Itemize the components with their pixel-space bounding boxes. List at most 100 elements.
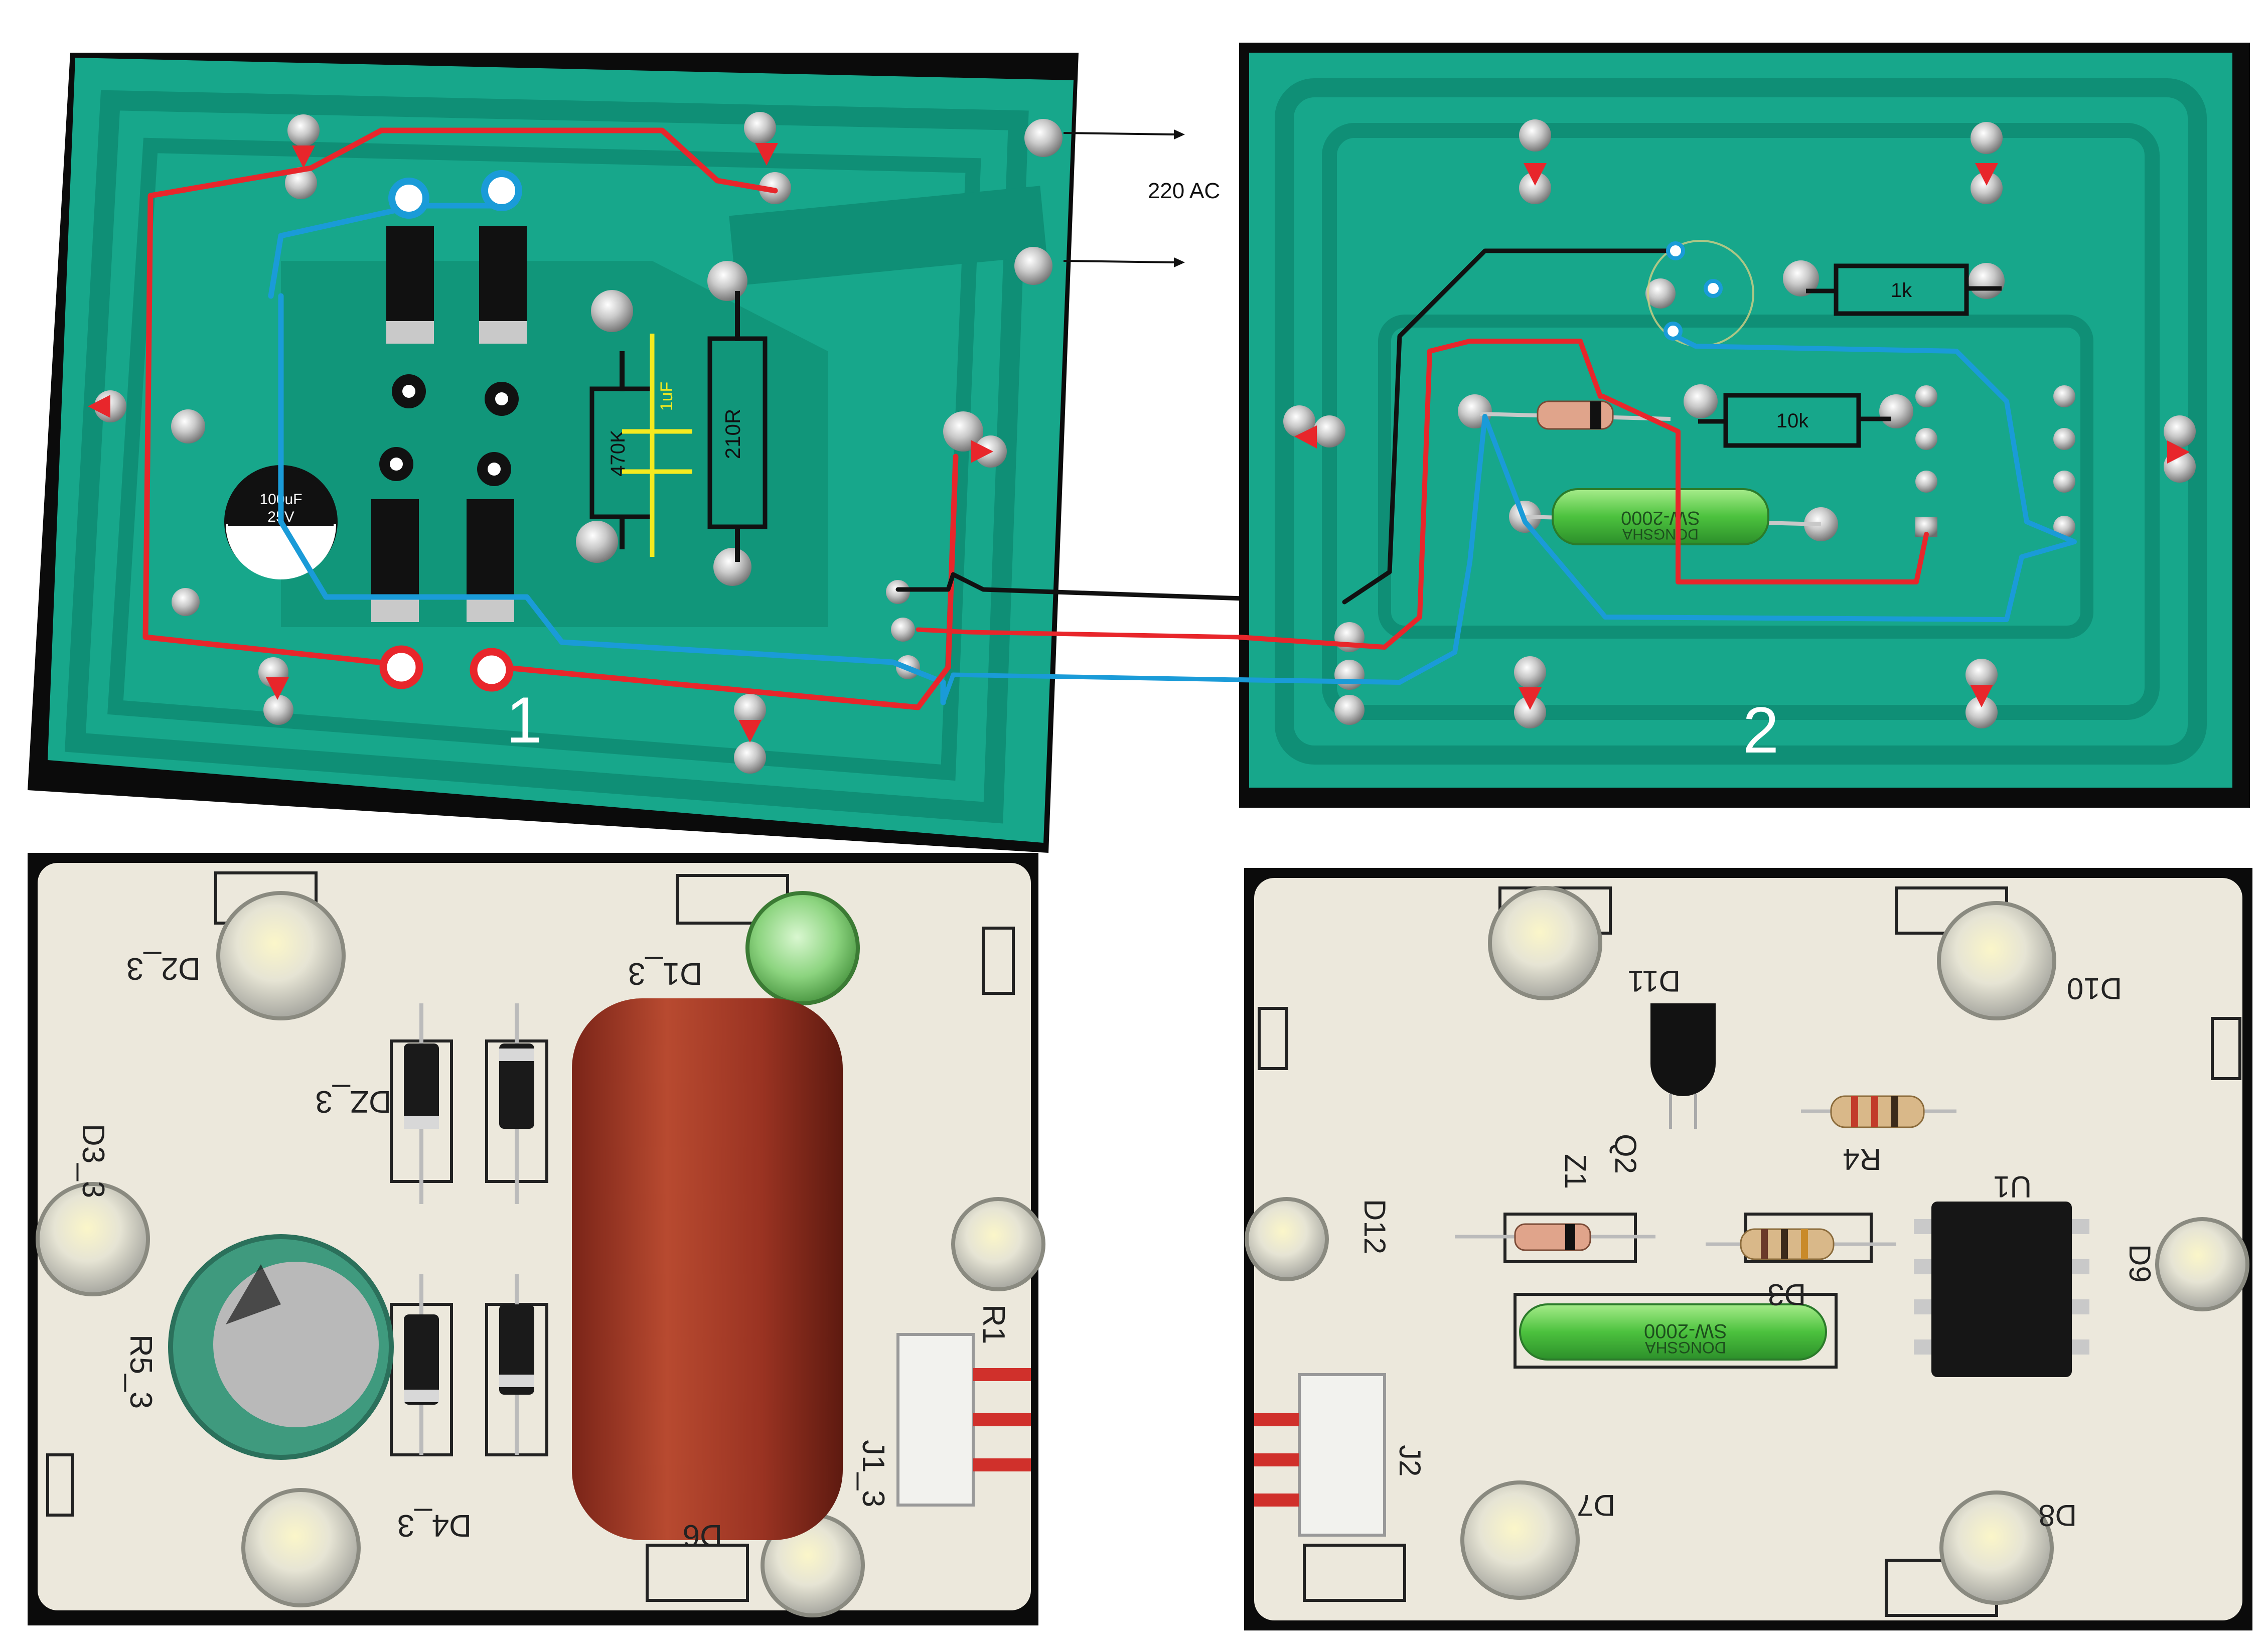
blue-wire [278, 293, 946, 705]
board-1-resistor-210r: 210R [707, 291, 768, 562]
photo-1-diodes [404, 1003, 534, 1455]
led-icon [1939, 1490, 2054, 1605]
blue-junction-icon [1704, 279, 1723, 298]
board-1-trace-outer [64, 90, 1029, 824]
board-2-pcb [1249, 53, 2232, 788]
silk-label: Q2 [1609, 1134, 1642, 1174]
ac-input-label: 220 AC [1148, 179, 1220, 203]
board-1-diode-bridge [371, 226, 527, 622]
resistor-10k-label: 10k [1776, 410, 1809, 432]
silk-label: D3 [1767, 1278, 1806, 1311]
led-icon [1245, 1197, 1329, 1281]
board-2-led-marker [1965, 659, 1998, 728]
silk-label: R1 [976, 1304, 1011, 1344]
red-wire [1237, 339, 1603, 650]
led-polarity-icon [971, 440, 993, 463]
led-polarity-icon [1524, 163, 1547, 186]
board-1-led-marker [88, 390, 126, 422]
blue-wire [268, 203, 505, 299]
resistor-210r-label: 210R [721, 409, 744, 459]
blue-wire [1237, 414, 1487, 685]
board-1-led-marker [734, 694, 766, 774]
board-2-number: 2 [1743, 693, 1779, 767]
photo-1-connector [896, 1333, 975, 1507]
red-junction-icon [379, 645, 423, 689]
ac-input-annotation: 220 AC [1063, 129, 1220, 267]
photo-2-transistor [1650, 1003, 1716, 1096]
led-icon [216, 891, 346, 1020]
resistor-470k-label: 470K [607, 429, 629, 477]
led-polarity-icon [266, 677, 289, 700]
led-polarity-icon [1294, 425, 1317, 449]
diode-band [479, 321, 527, 344]
silk-label: D7 [1577, 1488, 1615, 1522]
silk-label: D9 [2123, 1244, 2157, 1283]
board-1-trace-mid [107, 137, 981, 781]
diode-body [467, 499, 514, 605]
arrow-right-icon [1174, 257, 1185, 267]
silk-label: D2_3 [126, 951, 201, 986]
board-2-led-marker [1971, 122, 2003, 204]
silk-label: R5_3 [123, 1334, 158, 1409]
diode-band [371, 597, 419, 622]
board-1-trace-ac [729, 186, 1047, 286]
board-2-zener-diode [1479, 400, 1671, 430]
silk-label: D8 [2038, 1499, 2077, 1532]
board-2-reed-switch: SW-2000 DONGSHA [1525, 488, 1822, 545]
red-junction-icon [470, 648, 514, 692]
blue-junction-icon [481, 170, 522, 211]
led-polarity-icon [88, 395, 110, 418]
silk-label: J1_3 [856, 1440, 890, 1507]
reed-model-label: SW-2000 [1644, 1320, 1727, 1342]
red-wire [142, 127, 778, 668]
led-icon [951, 1197, 1045, 1291]
led-icon [1488, 886, 1602, 1000]
photo-1-capacitor-top [213, 1262, 379, 1427]
silk-label: D1_3 [628, 956, 702, 991]
led-polarity-icon [292, 145, 315, 168]
photo-2-ic-chip [1931, 1202, 2072, 1377]
photo-2-silk-labels: D11 D10 Q2 R4 Z1 D12 D3 U1 D9 J2 D7 D8 [1358, 964, 2157, 1532]
blue-junction-icon [1666, 241, 1685, 260]
silk-label: DZ_3 [315, 1084, 391, 1119]
resistor-1k-label: 1k [1891, 279, 1912, 302]
silk-label: D6 [683, 1518, 722, 1553]
photo-1-component-side: D2_3 D1_3 D3_3 DZ_3 R5_3 D4_3 J1_3 D6 R1 [28, 853, 1045, 1625]
photo-2-reed-switch [1519, 1303, 1827, 1361]
board-2-led-marker [1283, 405, 1345, 449]
blue-junction-icon [1664, 322, 1683, 341]
silk-label: J2 [1393, 1445, 1427, 1476]
blue-junction-icon [388, 178, 429, 219]
led-polarity-icon [1519, 687, 1542, 710]
led-icon [1460, 1480, 1580, 1600]
arrow-right-icon [1174, 129, 1185, 139]
silk-label: U1 [1993, 1170, 2032, 1204]
photo-2-zener-diode [1514, 1223, 1591, 1251]
board-2-led-marker [1514, 656, 1546, 728]
photo-2-connector [1298, 1373, 1386, 1537]
black-wire [1342, 248, 1673, 605]
led-icon [36, 1182, 150, 1296]
board-1-wires [142, 127, 1347, 710]
capacitor-1uf-label: 1uF [657, 382, 676, 411]
silk-label: D4_3 [397, 1508, 472, 1543]
silk-label: R4 [1843, 1142, 1881, 1176]
board-2-led-marker [2164, 415, 2196, 483]
board-1-led-marker [258, 657, 293, 725]
board-2-solder-joints [1334, 260, 2005, 725]
reed-model-label: SW-2000 [1621, 507, 1700, 528]
board-1-number: 1 [506, 683, 542, 757]
board-2-trace-inner [1378, 315, 2093, 639]
photo-2-ic-pins [1914, 1219, 2089, 1355]
silk-label: Z1 [1559, 1154, 1592, 1189]
led-polarity-icon [1970, 685, 1993, 707]
red-wire-to-board-2 [916, 627, 1242, 640]
board-2-led-marker [1519, 119, 1551, 204]
board-1-led-marker [971, 435, 1007, 468]
green-led-icon [745, 891, 860, 1005]
photo-2-component-side: SW-2000 DONGSHA D11 D10 Q2 R4 Z1 D12 D3 … [1244, 868, 2252, 1630]
diode-band [386, 321, 434, 344]
diode-body [386, 226, 434, 331]
blue-wire-to-board-2 [941, 672, 1242, 705]
